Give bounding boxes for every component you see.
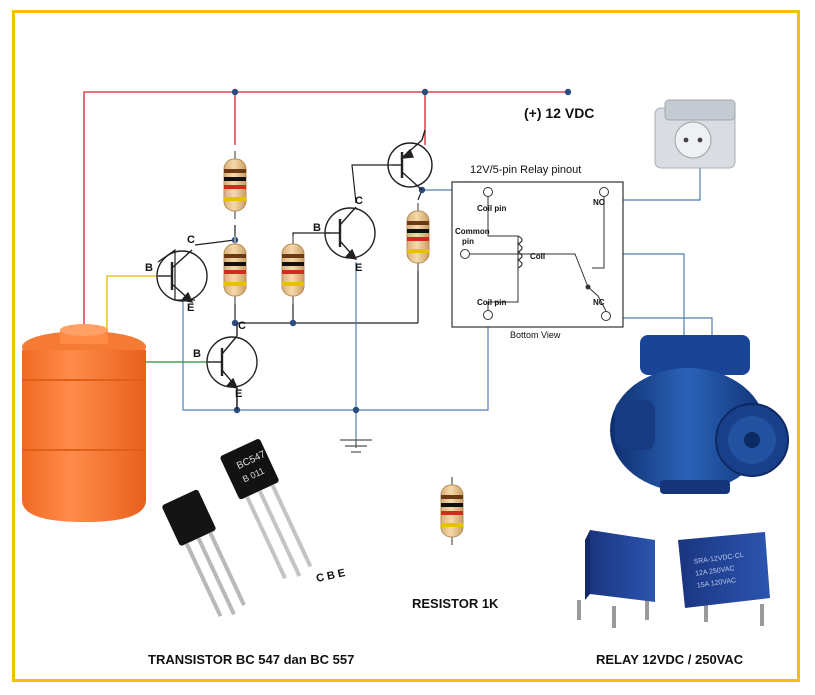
q2-base-label: B	[193, 348, 201, 360]
relay-pinout-diagram	[451, 181, 624, 328]
ground-icon	[340, 439, 372, 453]
coil-pin-bottom-label: Coil pin	[477, 298, 507, 307]
bottom-view-label: Bottom View	[510, 330, 561, 340]
no-pin-label: NO	[593, 198, 605, 207]
transistor-symbol-q2	[206, 323, 258, 410]
transistor-symbol-q1	[156, 249, 208, 303]
q3-emitter-label: E	[355, 262, 363, 274]
q1-emitter-label: E	[187, 302, 195, 314]
water-tank-icon	[22, 324, 146, 522]
relay-package-icon: SRA-12VDC-CL 12A 250VAC 15A 120VAC	[570, 522, 777, 642]
q3-collector-label: C	[355, 195, 363, 207]
water-pump-icon	[610, 335, 789, 494]
wall-socket-icon	[654, 99, 736, 169]
nc-pin-label: NC	[593, 298, 605, 307]
transistor-symbol-q4	[387, 129, 433, 191]
coil-pin-top-label: Coil pin	[477, 204, 507, 213]
q2-emitter-label: E	[235, 388, 243, 400]
transistor-symbol-q3	[324, 206, 376, 260]
relay-pinout-title: 12V/5-pin Relay pinout	[470, 164, 582, 176]
resistor-icon	[223, 235, 247, 305]
supply-voltage-label: (+) 12 VDC	[524, 105, 595, 121]
q1-base-label: B	[145, 262, 153, 274]
q3-base-label: B	[313, 222, 321, 234]
relay-caption: RELAY 12VDC / 250VAC	[596, 652, 744, 667]
resistor-caption: RESISTOR 1K	[412, 596, 499, 611]
resistor-icon	[281, 235, 305, 305]
resistor-icon	[223, 150, 247, 220]
q2-collector-label: C	[238, 320, 246, 332]
resistor-icon	[440, 476, 464, 546]
diagram-frame	[12, 10, 800, 682]
coil-label: Coil	[530, 252, 546, 261]
common-pin-label-line2: pin	[462, 237, 474, 246]
resistor-icon	[406, 202, 430, 272]
common-pin-label-line1: Common	[455, 227, 490, 236]
q1-collector-label: C	[187, 234, 195, 246]
transistor-caption: TRANSISTOR BC 547 dan BC 557	[148, 652, 355, 667]
transistor-package-icon	[162, 439, 313, 617]
